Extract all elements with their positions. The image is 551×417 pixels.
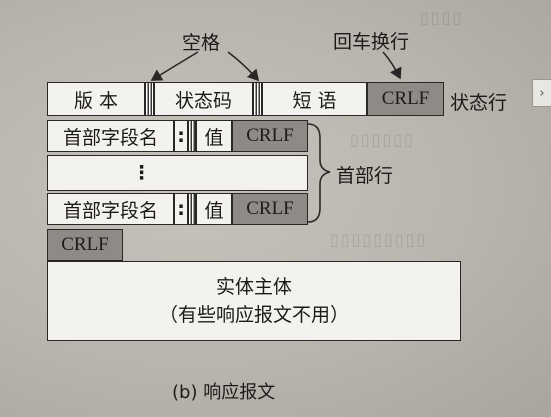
space-field [188, 120, 196, 152]
version-field: 版 本 [47, 82, 145, 116]
space-field [145, 82, 154, 116]
bleed-through-text: ▯▯▯▯ [420, 8, 464, 27]
blank-line-crlf-label: CRLF [61, 234, 109, 255]
header-value: 值 [196, 120, 232, 152]
status-code-label: 状态码 [174, 89, 232, 112]
header-field-name-label: 首部字段名 [62, 126, 158, 149]
header-colon-label: : [177, 198, 185, 220]
header-colon-label: : [177, 125, 185, 147]
header-value: 值 [196, 193, 232, 225]
status-code-field: 状态码 [154, 82, 253, 116]
header-crlf: CRLF [232, 120, 308, 152]
header-value-label: 值 [204, 126, 224, 149]
figure-caption: (b) 响应报文 [172, 382, 276, 403]
status-crlf-label: CRLF [381, 88, 430, 109]
phrase-field: 短 语 [262, 82, 367, 116]
entity-body: 实体主体 （有些响应报文不用） [47, 261, 461, 341]
status-line-callout: 状态行 [450, 92, 508, 114]
ellipsis-label: ⋮ [132, 162, 151, 184]
space-field [188, 193, 196, 225]
phrase-label: 短 语 [292, 89, 337, 112]
entity-body-note: （有些响应报文不用） [158, 304, 349, 326]
blank-line-crlf: CRLF [47, 229, 123, 261]
header-colon: : [174, 120, 188, 152]
bleed-through-text: ▯▯▯▯▯▯▯▯▯ [330, 230, 428, 249]
header-field-name: 首部字段名 [47, 193, 174, 225]
header-crlf: CRLF [232, 193, 308, 225]
header-value-label: 值 [204, 199, 224, 222]
header-crlf-label: CRLF [246, 198, 294, 219]
header-ellipsis-row: ⋮ [47, 155, 308, 191]
next-arrow-button[interactable]: › [532, 79, 551, 107]
header-field-name-label: 首部字段名 [62, 199, 158, 222]
spaces-callout: 空格 [182, 32, 221, 54]
header-field-name: 首部字段名 [47, 120, 174, 152]
entity-body-title: 实体主体 [215, 276, 292, 298]
bleed-through-text: ▯▯▯▯▯▯ [350, 130, 415, 149]
version-label: 版 本 [73, 89, 119, 112]
status-crlf-field: CRLF [367, 82, 444, 116]
chevron-right-icon: › [539, 85, 545, 101]
header-crlf-label: CRLF [246, 125, 294, 146]
space-field [253, 82, 262, 116]
crlf-callout: 回车换行 [333, 31, 410, 53]
header-colon: : [174, 193, 188, 225]
header-lines-callout: 首部行 [336, 165, 394, 187]
